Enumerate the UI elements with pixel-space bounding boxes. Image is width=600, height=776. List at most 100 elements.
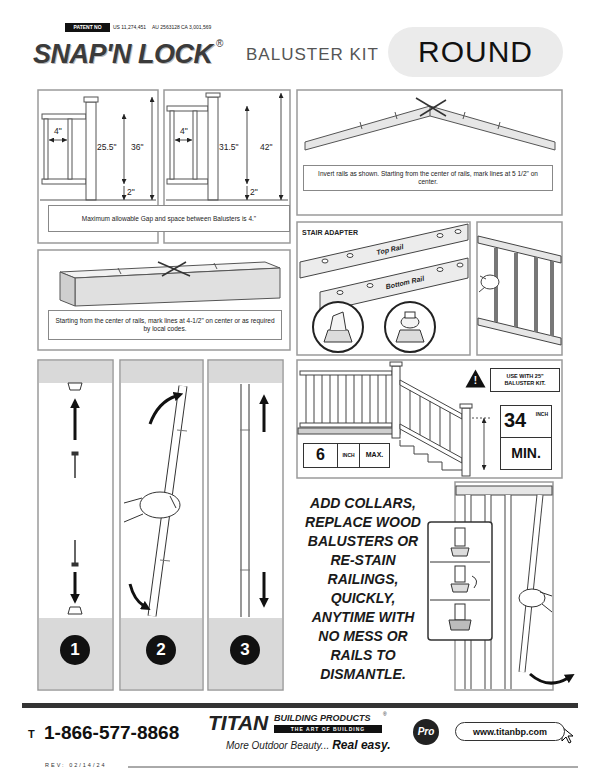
spacing-note: Maximum allowable Gap and space between …	[48, 205, 290, 232]
pencil-part	[162, 262, 186, 276]
panel-frames-part	[120, 360, 203, 690]
max-gap-box-text: 6	[304, 444, 338, 467]
dimension-label: 2"	[127, 187, 135, 197]
adapter-fittings-part	[405, 312, 415, 318]
dimension-lines-36-part	[124, 186, 125, 200]
stair-adapter-rails-part-part	[437, 234, 443, 238]
stair-adapter-rails-part-part	[337, 291, 343, 295]
floor-ceiling-bands-part	[209, 618, 282, 689]
dimension-lines-42-part	[247, 186, 248, 200]
stair-railing-part	[410, 390, 450, 451]
step-number: 1	[60, 635, 90, 665]
inverted-rail-part	[430, 106, 431, 116]
collar-detail-inset-part	[428, 522, 492, 640]
railing-42	[166, 93, 288, 200]
stair-adapter-rails-part-part	[322, 259, 328, 263]
floor-ceiling-bands-part	[39, 361, 112, 383]
collar-detail-inset-part	[455, 566, 465, 582]
installed-balusters	[478, 236, 561, 345]
installed-balusters-part	[496, 248, 552, 336]
height-dimension-part	[484, 418, 485, 470]
patent-badge-text: PATENT NO	[73, 23, 101, 32]
max-gap-box-text: MAX.	[360, 444, 389, 467]
pencil	[158, 262, 190, 276]
inverted-rail	[305, 106, 555, 150]
marking-rail-part	[60, 272, 75, 306]
stair-adapter-rails	[300, 224, 468, 312]
floor-ceiling-bands-part	[39, 618, 112, 689]
railing-42-part	[208, 97, 218, 200]
stair-railing-part	[300, 371, 392, 375]
installed-balusters-part-part	[514, 253, 518, 327]
detail-circles-part	[385, 302, 435, 352]
adapter-fittings-part	[396, 330, 424, 342]
min-height-box: 34INCHMIN.	[500, 405, 552, 470]
part-label: STAIR ADAPTER	[302, 228, 358, 237]
collar-detail-inset-part	[451, 584, 469, 592]
stair-adapter-rails-part-part	[455, 230, 461, 234]
step-two-arrows-part	[150, 396, 176, 424]
promo-text: ADD COLLARS, REPLACE WOOD BALUSTERS OR R…	[300, 494, 426, 684]
collar-install-scene-part	[530, 674, 568, 683]
railing-42-part	[170, 111, 174, 179]
footer-rules-part	[274, 725, 382, 733]
panel-frames-part	[477, 222, 562, 355]
marking-note: Starting from the center of rails, mark …	[48, 310, 282, 340]
step-three-arrows-part	[263, 402, 266, 432]
step-number-text: 2	[156, 635, 165, 665]
collar-install-scene-part	[456, 486, 552, 495]
footer-rules-part	[128, 767, 578, 768]
pencil-part	[158, 262, 190, 276]
registered-mark: ®	[383, 711, 387, 717]
stair-railing-part	[306, 375, 386, 423]
panel-frames	[38, 90, 562, 690]
step-two-arrows	[130, 396, 176, 606]
marking-rail	[60, 262, 280, 306]
collar-install-scene-part	[519, 589, 545, 607]
stair-adapter-rails-part-part	[437, 268, 443, 272]
min-height-box-text: INCH	[536, 411, 548, 417]
railing-42-part	[206, 93, 220, 97]
step-two-baluster	[124, 386, 187, 616]
dimension-lines-36-part	[152, 97, 153, 200]
marking-rail-part	[75, 268, 280, 306]
adapter-fittings-part	[330, 312, 346, 330]
dimension-label: 4"	[54, 126, 62, 136]
stair-railing-part	[300, 423, 392, 427]
dimension-label: 42"	[260, 142, 272, 152]
installed-balusters-part	[478, 318, 561, 345]
floor-ceiling-bands-part	[121, 361, 202, 383]
panel-frames-part	[297, 360, 562, 478]
installed-balusters-part	[479, 276, 486, 292]
dimension-label: 25.5"	[97, 142, 117, 152]
slogan: More Outdoor Beauty...	[226, 740, 329, 752]
pencil	[416, 98, 446, 116]
warning-triangle: !	[465, 369, 486, 388]
pro-badge-text: Pro	[418, 719, 435, 745]
step-three-baluster	[240, 384, 250, 617]
pro-badge: Pro	[413, 719, 439, 745]
panel-frames-part	[297, 222, 470, 355]
railing-36	[40, 97, 156, 200]
height-dimension-part	[472, 418, 490, 419]
dimension-label: 31.5"	[219, 142, 239, 152]
registered-mark: ®	[216, 38, 223, 50]
step-number-text: 1	[70, 635, 79, 665]
collar-install-scene-part-part	[522, 495, 540, 672]
railing-36-part	[40, 200, 156, 201]
website-pill: www.titanbp.com	[455, 722, 565, 741]
max-gap-box-text: INCH	[338, 444, 360, 467]
panel-frames-part	[297, 90, 562, 215]
dimension-lines-36	[49, 97, 152, 200]
warning-note: USE WITH 25" BALUSTER KIT.	[490, 368, 560, 392]
stair-railing-part	[390, 362, 402, 366]
website-pill-text: www.titanbp.com	[473, 724, 547, 740]
detail-circles-part	[313, 302, 363, 352]
min-height-box-text: 34	[504, 409, 526, 431]
adapter-fittings-part	[324, 330, 352, 342]
kit-type-pill-text: ROUND	[418, 27, 533, 77]
step-one-arrows-part	[74, 572, 77, 596]
triangle-shape	[466, 370, 486, 388]
patent-badge: PATENT NO	[65, 23, 110, 32]
step-three-baluster-part	[241, 384, 250, 617]
